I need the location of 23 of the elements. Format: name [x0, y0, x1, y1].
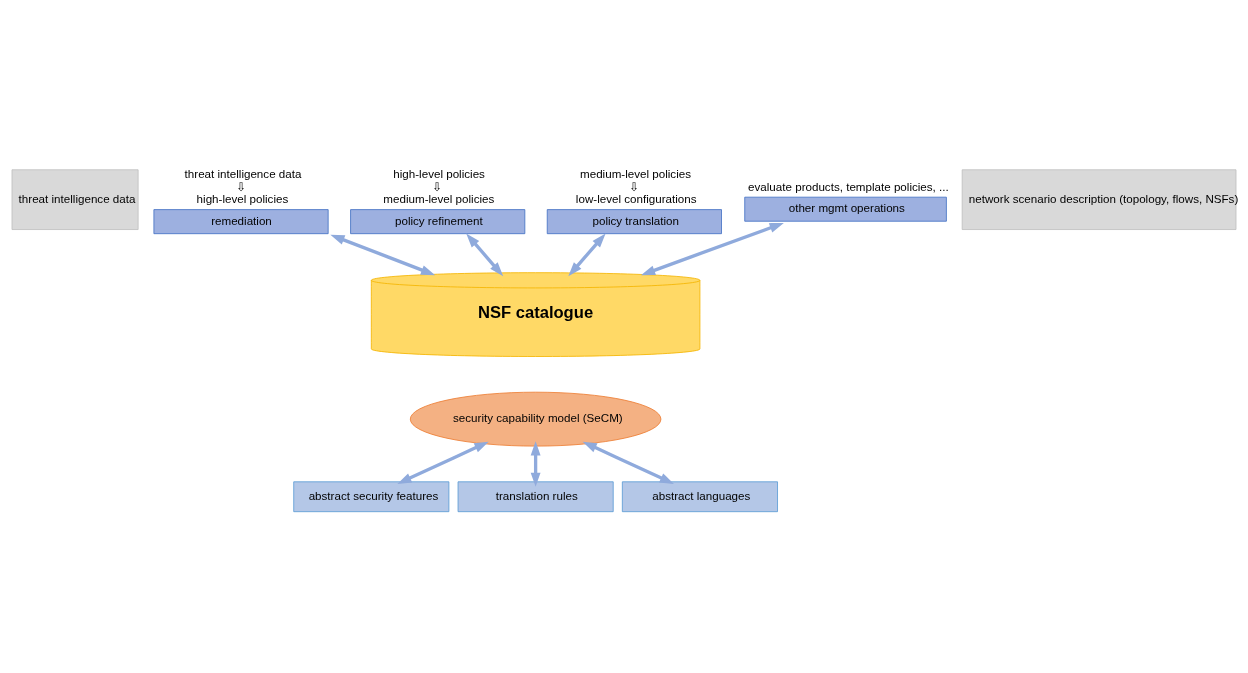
node-box: translation rules: [457, 480, 614, 512]
node-box: threat intelligence data: [11, 168, 139, 230]
node-box: abstract security features: [293, 480, 450, 512]
node-ellipse: security capability model (SeCM): [409, 391, 662, 447]
node-box: abstract languages: [621, 480, 778, 512]
arrow: [530, 440, 541, 487]
node-label: evaluate products, template policies, ...: [748, 179, 949, 193]
node-label: medium-level policies: [383, 191, 495, 205]
node-label: high-level policies: [393, 166, 485, 180]
arrow: [330, 234, 436, 275]
node-label: threat intelligence data: [184, 166, 302, 180]
arrow: [568, 232, 606, 276]
arrow: [397, 441, 489, 484]
arrow: [640, 222, 784, 275]
node-box: network scenario description (topology, flows, NSFs): [961, 168, 1237, 230]
arrow: [582, 441, 674, 484]
node-label: ⇩: [628, 179, 639, 193]
node-label: low-level configurations: [575, 191, 697, 205]
node-label: ⇩: [235, 179, 246, 193]
node-label: high-level policies: [196, 191, 289, 205]
arrow: [466, 232, 504, 276]
node-label: medium-level policies: [580, 166, 691, 180]
node-label: ⇩: [432, 179, 443, 193]
